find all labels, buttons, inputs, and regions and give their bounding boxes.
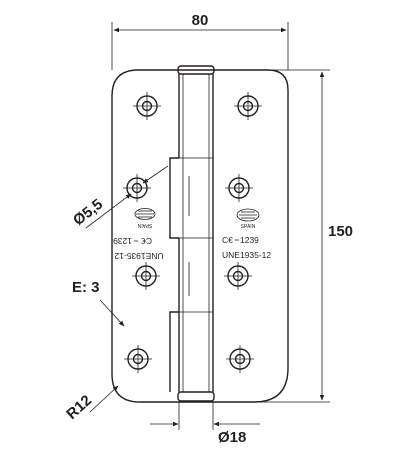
origin-label-right: SPAIN (241, 224, 256, 230)
left-leaf-markings: UNE1935-12 C€ 1239 SPAIN (113, 208, 164, 261)
hole-diameter-value: Ø5,5 (70, 196, 106, 229)
height-value-label: 150 (328, 223, 353, 240)
hinge-body: SPAIN C€ 1239 UNE1935-12 UNE1935-12 C€ 1… (111, 65, 289, 403)
thickness-dimension: E: 3 (72, 279, 125, 327)
right-leaf-markings: SPAIN C€ 1239 UNE1935-12 (222, 208, 271, 260)
screw-hole (124, 345, 152, 373)
knuckle-joint-upper (169, 157, 179, 239)
leader-line (142, 165, 169, 184)
hole-diameter-dimension: Ø5,5 (70, 165, 169, 229)
knuckle-diameter-dimension: Ø18 (150, 402, 260, 446)
height-dimension: 150 (254, 69, 353, 403)
leader-line (99, 299, 125, 327)
knuckle-top-cap (177, 65, 215, 75)
origin-label-left: SPAIN (137, 222, 152, 228)
knuckle-diameter-value: Ø18 (218, 429, 246, 446)
ce-mark-left: C€ (141, 236, 152, 246)
screw-hole (123, 174, 151, 202)
screw-hole (234, 92, 262, 120)
thickness-value: E: 3 (72, 279, 100, 296)
hinge-knuckle (169, 65, 215, 402)
screw-hole (132, 262, 160, 290)
knuckle-joint-lower (169, 311, 179, 392)
screw-hole (224, 262, 252, 290)
screw-holes (123, 92, 262, 373)
standard-label-right: UNE1935-12 (222, 250, 271, 260)
ce-number-left: 1239 (113, 236, 132, 246)
standard-label-left: UNE1935-12 (114, 251, 163, 261)
manufacturer-logo-left (134, 208, 156, 220)
radius-dimension: R12 (63, 385, 119, 423)
radius-value: R12 (63, 392, 95, 423)
knuckle-bottom-cap (177, 391, 215, 402)
ce-number-right: 1239 (240, 235, 259, 245)
ce-mark-right: C€ (222, 235, 233, 245)
screw-hole (226, 345, 254, 373)
manufacturer-logo (236, 208, 260, 222)
leader-line (89, 385, 119, 413)
screw-hole (225, 174, 253, 202)
width-value: 80 (192, 12, 209, 29)
screw-hole (133, 92, 161, 120)
width-dimension: 80 (111, 12, 289, 70)
leader-line (85, 193, 132, 229)
